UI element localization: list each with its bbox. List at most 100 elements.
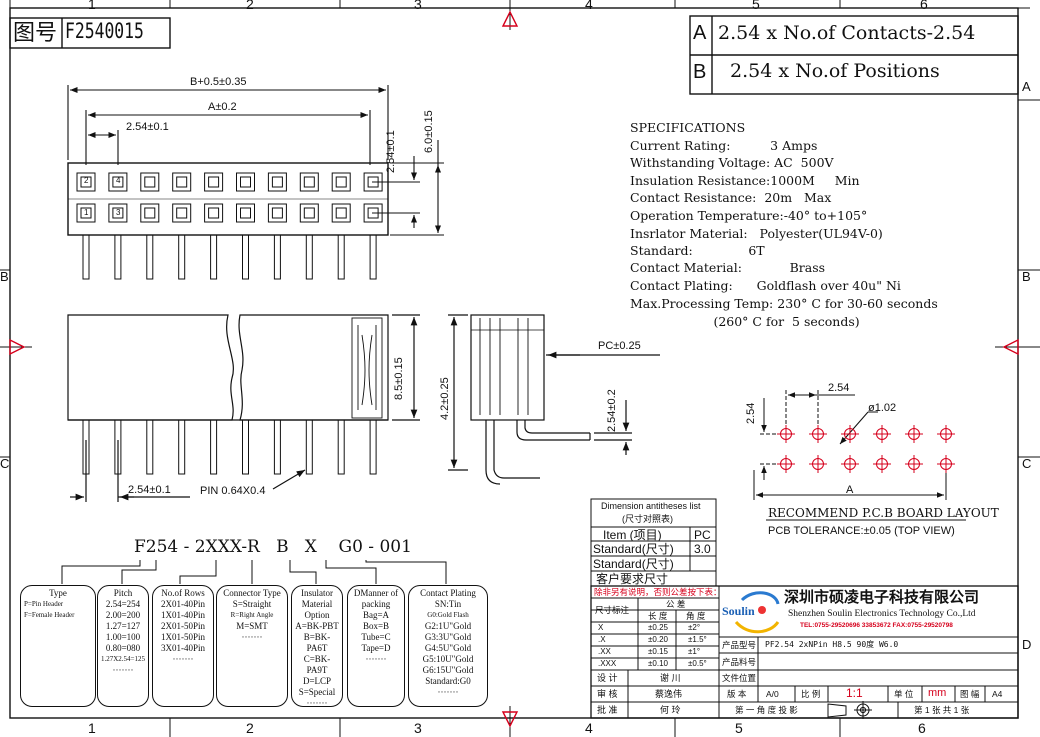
front-pin (146, 234, 154, 280)
contact-hole (80, 176, 92, 188)
dim-list-subtitle: (尺寸对照表) (622, 514, 673, 524)
spec-line: (260° C for 5 seconds) (630, 314, 860, 329)
front-pin (369, 234, 377, 280)
pin-number-1: 1 (84, 208, 89, 217)
tolerance-length: ±0.20 (648, 635, 668, 644)
tolerance-key: .X (598, 635, 606, 644)
zone-number-5-bottom: 5 (735, 720, 743, 736)
option-box-line: G6:15U"Gold (422, 665, 474, 675)
contact-hole (240, 207, 251, 219)
tolerance-key: .XX (598, 647, 611, 656)
option-box-title: DManner of (353, 588, 399, 598)
pin-number-4: 4 (116, 176, 121, 185)
file-location-label: 文件位置 (722, 673, 757, 683)
contact-hole (208, 176, 220, 188)
contact-hole (303, 176, 315, 188)
side-pin (178, 419, 186, 475)
sheet-count: 第 1 张 共 1 张 (914, 705, 970, 715)
pin-number-2: 2 (84, 176, 89, 185)
side-pin (305, 419, 313, 475)
dim-front-pitch: 2.54±0.1 (126, 121, 169, 133)
option-box-line: R=Right Angle (230, 611, 274, 619)
dim-list-row2-label: Standard(尺寸) (593, 557, 674, 571)
product-model: PF2.54 2xNPin H8.5 90度 W6.0 (765, 640, 899, 649)
option-box-line: Material (301, 599, 333, 609)
contact-cell (76, 172, 96, 192)
contact-cell (140, 203, 160, 223)
option-box-line: S=Straight (232, 599, 272, 609)
option-box-line: G3:3U"Gold (424, 632, 472, 642)
pin-number-3: 3 (116, 208, 121, 217)
pcb-tolerance: PCB TOLERANCE:±0.05 (TOP VIEW) (768, 525, 955, 537)
option-box-line: 1X01-40Pin (160, 610, 205, 620)
option-box-line: C=BK-PA9T (303, 654, 331, 675)
front-pin (210, 234, 218, 280)
company-tel: TEL:0755-29520696 33853672 FAX:0755-2952… (800, 622, 953, 629)
zone-number-5: 5 (752, 0, 760, 12)
approve-label: 批 准 (597, 705, 618, 715)
scale-label: 比 例 (801, 689, 821, 699)
option-box-line: 2X01-40Pin (160, 599, 205, 609)
pcb-layout-title: RECOMMEND P.C.B BOARD LAYOUT (768, 506, 999, 520)
side-pin (114, 419, 122, 475)
option-box-line: P=Pin Header (24, 600, 64, 608)
side-pin (146, 419, 154, 475)
dim-a-key: A (693, 22, 707, 44)
company-name-en: Shenzhen Soulin Electronics Technology C… (788, 609, 976, 619)
option-box-line: 1.27X2.54=125 (101, 655, 146, 663)
option-box-line: Bag=A (362, 610, 390, 620)
spec-line: Contact Resistance: 20m Max (630, 190, 832, 205)
dim-b-formula: 2.54 x No.of Positions (730, 60, 940, 82)
option-box-line: 1X01-50Pin (160, 632, 205, 642)
contact-cell (331, 203, 351, 223)
option-box-line: M=SMT (236, 621, 268, 631)
dim-pcb-pitch-x: 2.54 (828, 382, 850, 394)
zone-number-6-bottom: 6 (918, 720, 926, 736)
dim-list-title: Dimension antitheses list (601, 501, 701, 511)
dim-a-formula: 2.54 x No.of Contacts-2.54 (718, 22, 976, 44)
contact-cell (267, 172, 287, 192)
option-box-title: Type (49, 588, 67, 598)
contact-cell (299, 172, 319, 192)
dim-pcb-pitch-y: 2.54 (745, 402, 757, 424)
contact-hole (176, 207, 188, 219)
tolerance-length: ±0.10 (648, 659, 668, 668)
review-name: 蔡逸伟 (655, 689, 683, 699)
material-label: 产品料号 (722, 657, 757, 667)
front-pin (114, 234, 122, 280)
dim-body-height: 6.0±0.15 (423, 110, 435, 153)
option-box-line: S=Special (298, 687, 336, 697)
contact-cell (172, 172, 192, 192)
contact-cell (331, 172, 351, 192)
option-box-title: No.of Rows (161, 588, 205, 598)
option-box-line: G0:Gold Flash (427, 611, 469, 619)
zone-letter-d: D (1022, 637, 1032, 652)
side-view (67, 314, 420, 502)
option-box-line: ······· (365, 654, 387, 664)
end-view (448, 314, 660, 485)
dim-side-pitch: 2.54±0.1 (128, 484, 171, 496)
dim-pcb-a: A (846, 484, 854, 496)
side-pin (242, 419, 249, 475)
sheet-size-label: 图 幅 (960, 689, 980, 699)
contact-cell (236, 203, 255, 223)
unit-value: mm (928, 687, 947, 699)
dim-list-pc-header: PC (694, 528, 711, 542)
zone-number-2-bottom: 2 (246, 720, 254, 736)
tolerance-label: 尺寸标注 (595, 605, 630, 615)
sheet-size-value: A4 (992, 689, 1003, 699)
option-box-line: D=LCP (302, 676, 332, 686)
front-pins (76, 172, 383, 280)
review-label: 审 核 (597, 689, 618, 699)
option-box-line: ······· (241, 632, 263, 642)
contact-cell (76, 203, 96, 223)
company-logo (734, 591, 780, 634)
option-box-line: B=BK-PA6T (303, 632, 331, 653)
part-code-leaders (61, 560, 447, 584)
zone-number-4: 4 (585, 0, 593, 12)
